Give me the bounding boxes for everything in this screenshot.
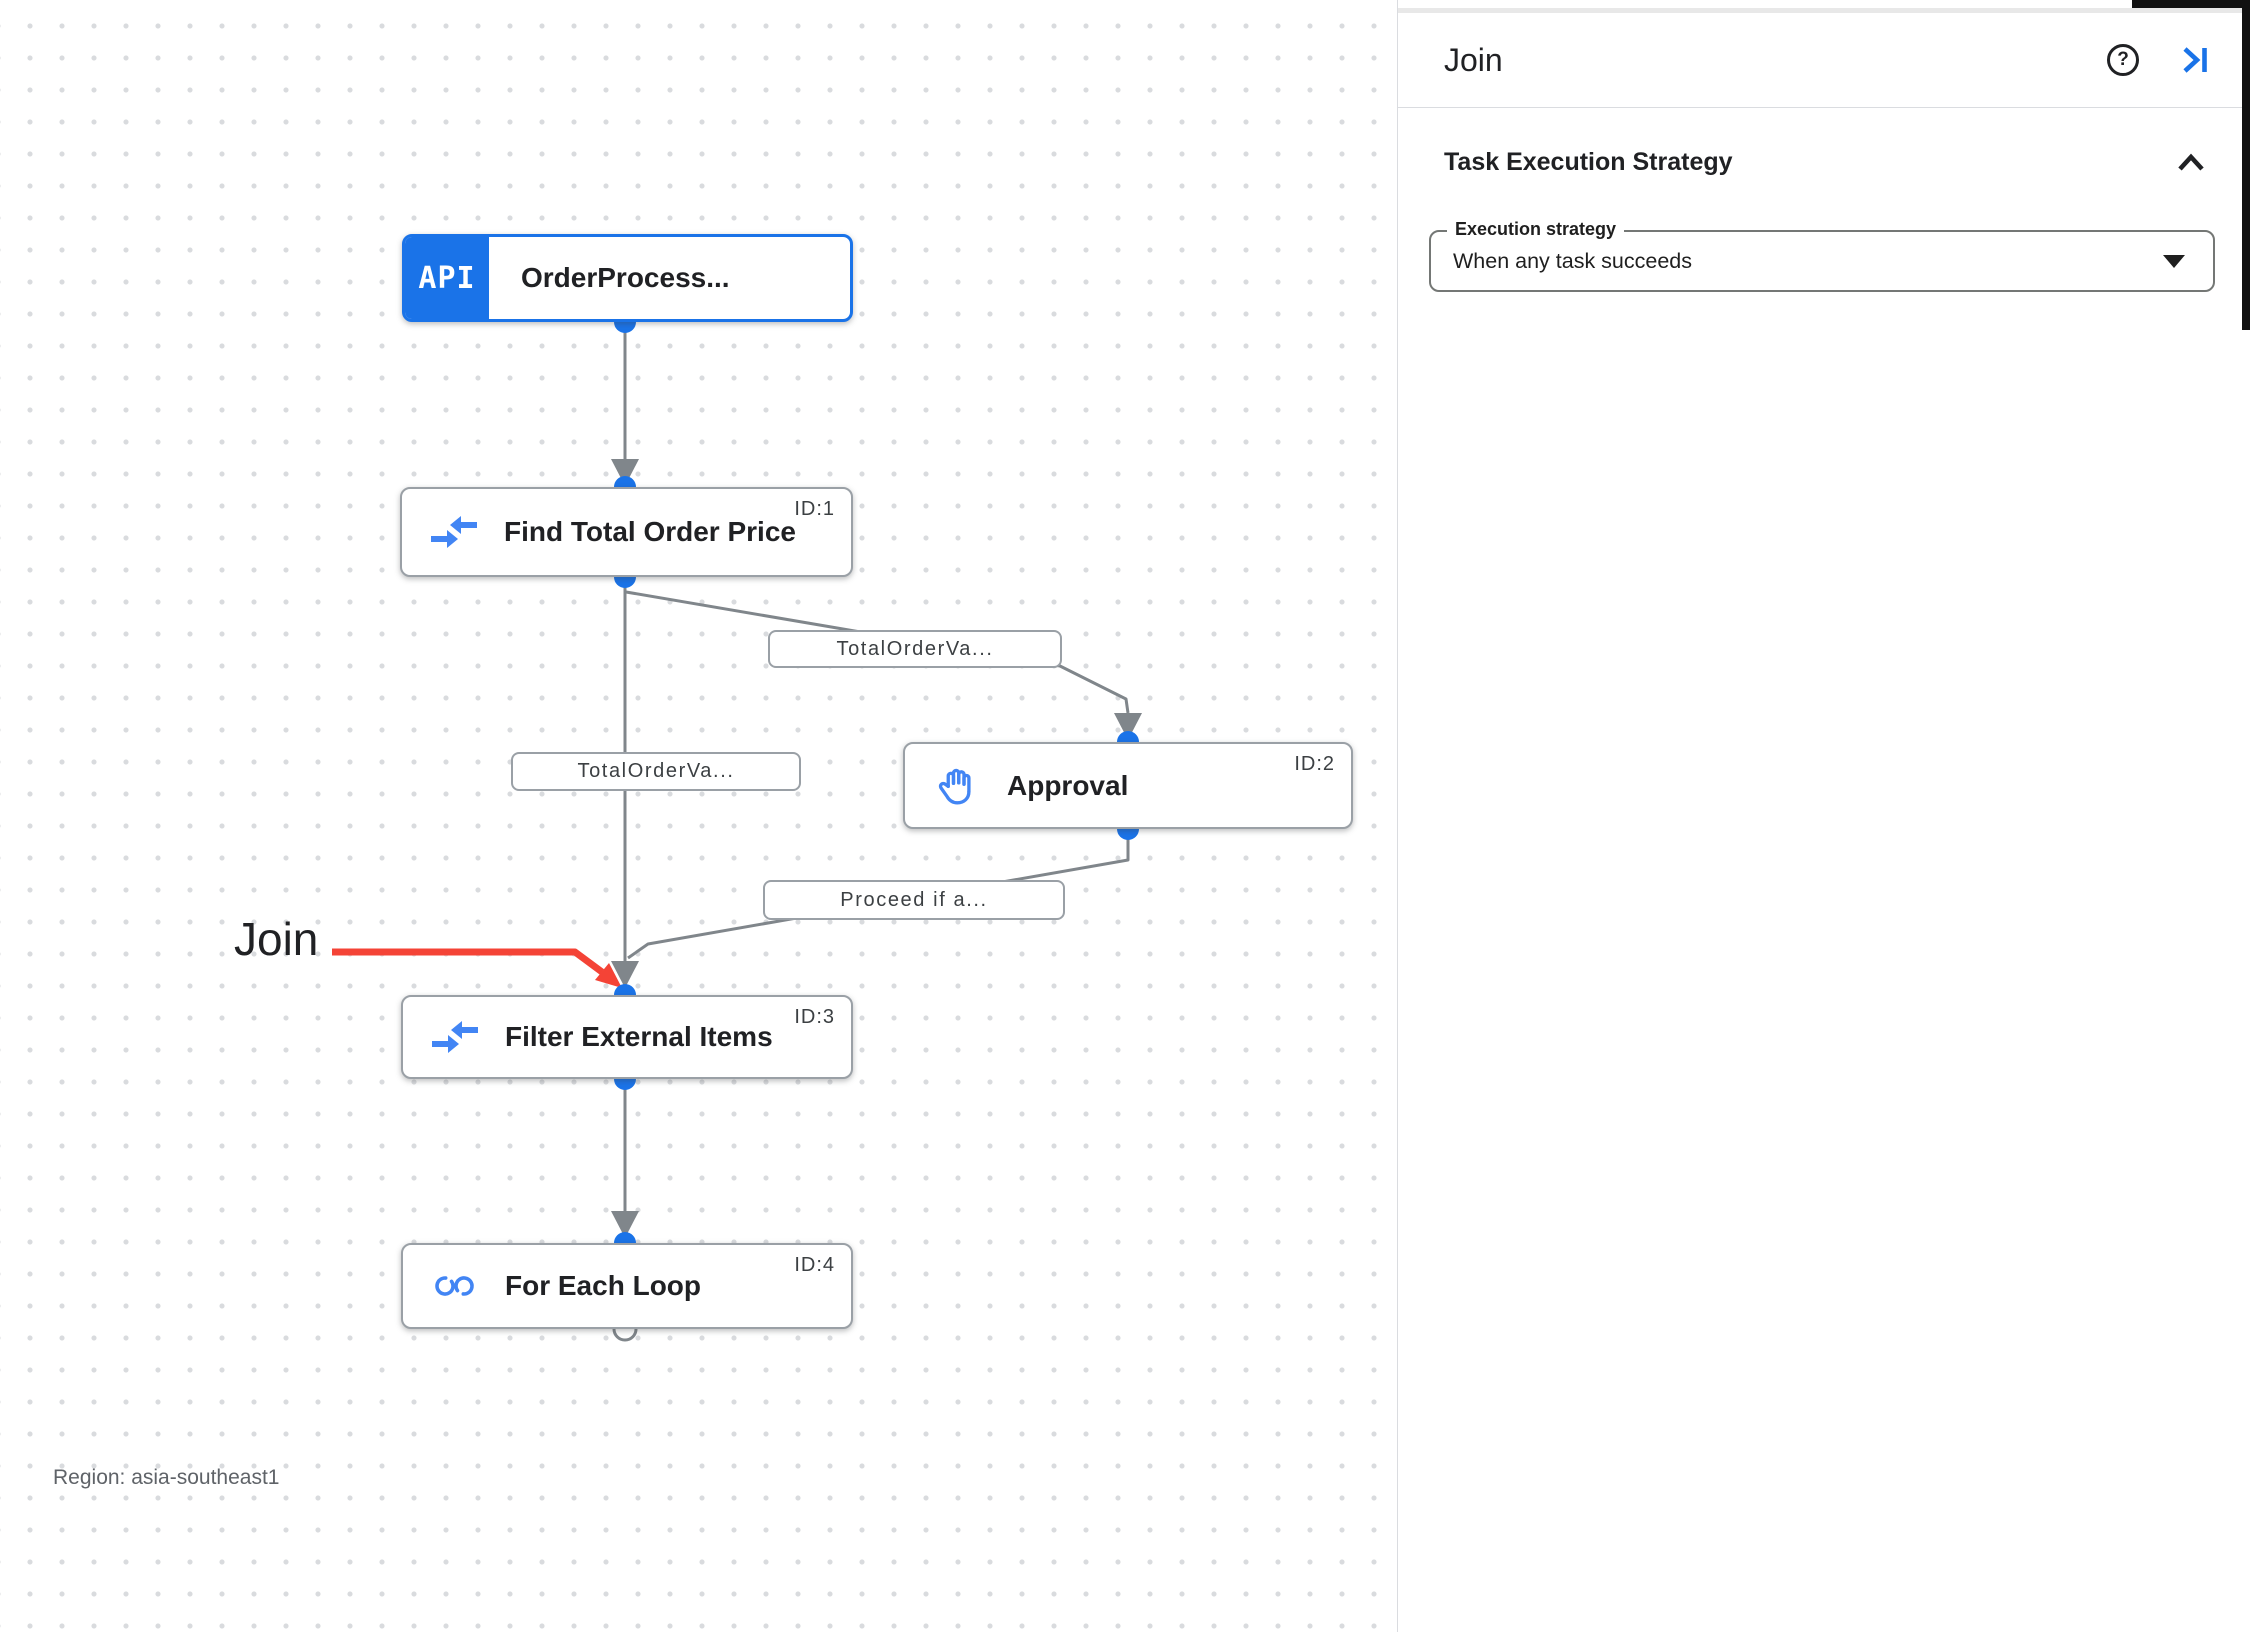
node-id-badge: ID:4 (794, 1254, 835, 1276)
help-icon[interactable]: ? (2107, 44, 2139, 76)
node-find-total-order-price[interactable]: Find Total Order Price ID:1 (400, 487, 853, 577)
node-for-each-loop[interactable]: For Each Loop ID:4 (401, 1243, 853, 1329)
data-mapping-icon (430, 515, 478, 549)
panel-title: Join (1444, 41, 1503, 78)
data-mapping-icon (431, 1020, 479, 1054)
chevron-up-icon[interactable] (2176, 152, 2206, 174)
arrowhead-into-filter (611, 961, 639, 988)
join-annotation-arrowhead (595, 963, 622, 988)
dropdown-caret-icon (2163, 254, 2185, 268)
node-filter-external-items[interactable]: Filter External Items ID:3 (401, 995, 853, 1079)
execution-strategy-select[interactable]: Execution strategy When any task succeed… (1429, 219, 2215, 292)
node-title: For Each Loop (505, 1270, 701, 1301)
window-edge-artifact-top (2132, 0, 2250, 8)
arrowhead-into-approval (1114, 713, 1142, 740)
edge-label-text: TotalOrderVa... (577, 760, 735, 782)
arrowhead-into-find (611, 459, 639, 486)
arrowhead-into-foreach (611, 1211, 639, 1238)
node-approval[interactable]: Approval ID:2 (903, 742, 1353, 829)
edge-label-total-order-value-right[interactable]: TotalOrderVa... (768, 630, 1062, 668)
workflow-canvas[interactable]: API OrderProcess... Find Total Order Pri… (0, 0, 1397, 1632)
window-edge-artifact-right (2242, 0, 2250, 330)
edge-label-text: TotalOrderVa... (836, 637, 994, 660)
node-title: Filter External Items (505, 1021, 773, 1052)
panel-header-divider (1398, 107, 2250, 108)
section-title: Task Execution Strategy (1444, 148, 1733, 176)
edge-label-proceed-if[interactable]: Proceed if a... (763, 880, 1065, 920)
panel-top-border (1398, 8, 2250, 13)
node-order-process-trigger[interactable]: API OrderProcess... (402, 234, 853, 322)
section-task-execution-strategy[interactable]: Task Execution Strategy (1444, 148, 2206, 177)
node-title: Find Total Order Price (504, 516, 796, 547)
edge-label-text: Proceed if a... (840, 888, 988, 911)
region-label: Region: asia-southeast1 (53, 1466, 280, 1489)
execution-strategy-label: Execution strategy (1447, 219, 1625, 240)
join-annotation-label: Join (234, 913, 319, 965)
node-title: OrderProcess... (521, 262, 730, 293)
collapse-panel-right-icon[interactable] (2181, 45, 2211, 75)
node-id-badge: ID:3 (794, 1006, 835, 1028)
approval-hand-icon (933, 764, 981, 808)
node-id-badge: ID:1 (794, 498, 835, 520)
api-trigger-icon: API (405, 237, 489, 319)
node-title: Approval (1007, 769, 1129, 801)
join-annotation-arrow (332, 948, 605, 975)
for-each-loop-icon (431, 1274, 479, 1298)
execution-strategy-value: When any task succeeds (1453, 248, 1693, 273)
edge-find-to-approval (625, 590, 1130, 714)
panel-header: Join ? (1398, 13, 2250, 107)
config-panel: Join ? Task Execution Strategy Execution… (1397, 0, 2250, 1632)
node-id-badge: ID:2 (1294, 753, 1335, 775)
edge-label-total-order-value-left[interactable]: TotalOrderVa... (511, 752, 801, 791)
